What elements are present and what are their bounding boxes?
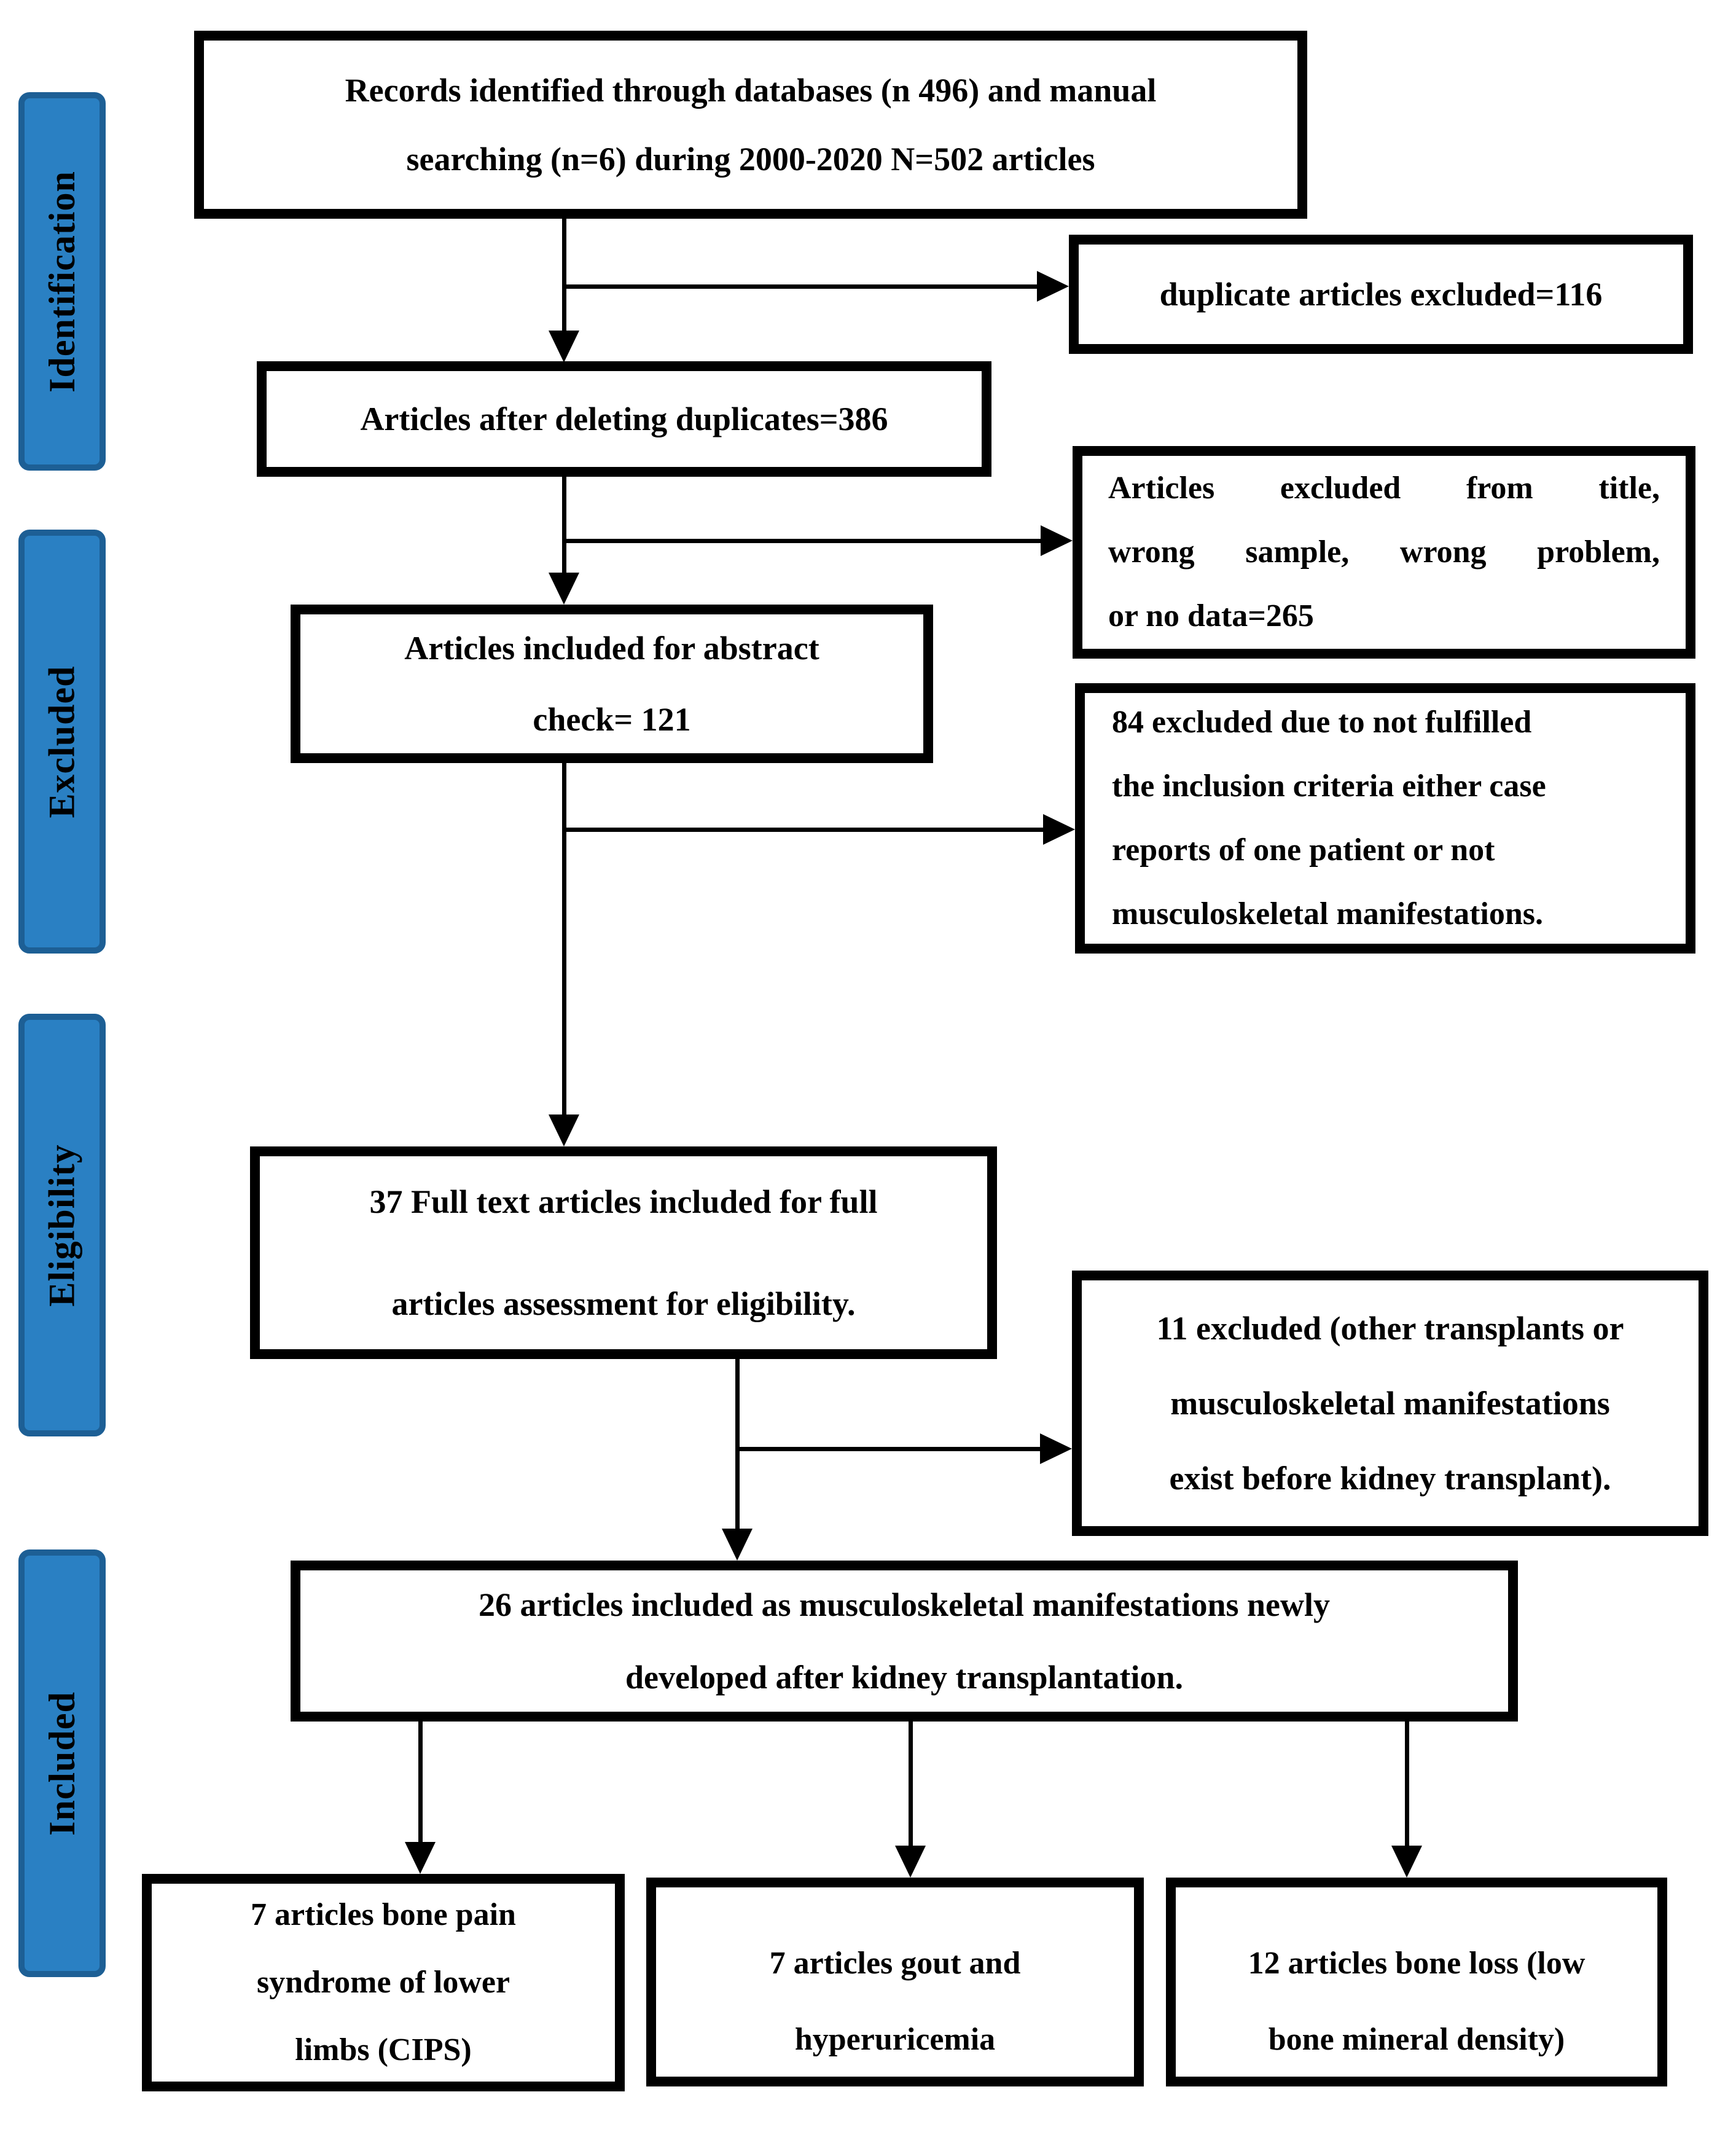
arrow-right-icon bbox=[1037, 271, 1069, 302]
box-line: check= 121 bbox=[533, 701, 691, 738]
arrow-right-icon bbox=[1041, 525, 1073, 556]
box-line: 37 Full text articles included for full bbox=[369, 1183, 878, 1220]
fulltext-37-box: 37 Full text articles included for full … bbox=[250, 1146, 997, 1359]
after-duplicates-box: Articles after deleting duplicates=386 bbox=[257, 361, 991, 477]
box-line: musculoskeletal manifestations. bbox=[1112, 896, 1543, 931]
box-line: syndrome of lower bbox=[256, 1965, 510, 2000]
stage-bar-identification: Identification bbox=[18, 92, 106, 471]
box-line: developed after kidney transplantation. bbox=[625, 1659, 1184, 1696]
box-line: duplicate articles excluded=116 bbox=[1159, 276, 1603, 313]
arrow-line bbox=[1405, 1722, 1409, 1847]
excluded-11-box: 11 excluded (other transplants or muscul… bbox=[1072, 1271, 1708, 1536]
arrow-down-icon bbox=[549, 1115, 579, 1146]
box-line: 26 articles included as musculoskeletal … bbox=[479, 1586, 1330, 1623]
arrow-line bbox=[737, 1447, 1040, 1451]
box-line: musculoskeletal manifestations bbox=[1170, 1385, 1610, 1422]
box-line: articles assessment for eligibility. bbox=[391, 1285, 856, 1322]
arrow-line bbox=[909, 1722, 913, 1847]
arrow-line bbox=[564, 828, 1043, 832]
arrow-down-icon bbox=[549, 573, 579, 605]
box-line: limbs (CIPS) bbox=[295, 2032, 472, 2067]
stage-bar-eligibility: Eligibility bbox=[18, 1014, 106, 1436]
arrow-down-icon bbox=[549, 331, 579, 362]
arrow-down-icon bbox=[1391, 1846, 1422, 1878]
box-line: 12 articles bone loss (low bbox=[1248, 1946, 1585, 1981]
arrow-line bbox=[564, 539, 1041, 543]
box-line: exist before kidney transplant). bbox=[1169, 1460, 1611, 1497]
arrow-down-icon bbox=[405, 1842, 436, 1874]
records-box: Records identified through databases (n … bbox=[194, 31, 1307, 219]
arrow-down-icon bbox=[895, 1846, 926, 1878]
arrow-line bbox=[562, 477, 566, 574]
abstract-check-box: Articles included for abstract check= 12… bbox=[291, 605, 933, 763]
bone-pain-box: 7 articles bone pain syndrome of lower l… bbox=[142, 1874, 625, 2091]
gout-box: 7 articles gout and hyperuricemia bbox=[646, 1878, 1144, 2086]
box-line: 7 articles bone pain bbox=[251, 1897, 516, 1932]
arrow-line bbox=[735, 1359, 740, 1530]
box-line: 84 excluded due to not fulfilled bbox=[1112, 705, 1532, 740]
stage-label: Included bbox=[41, 1691, 82, 1836]
arrow-line bbox=[564, 284, 1037, 289]
box-line: the inclusion criteria either case bbox=[1112, 769, 1546, 804]
stage-bar-included: Included bbox=[18, 1549, 106, 1977]
box-line: 11 excluded (other transplants or bbox=[1156, 1310, 1624, 1347]
title-screen-excluded-box: Articles excluded from title, wrong samp… bbox=[1073, 446, 1695, 659]
box-line: reports of one patient or not bbox=[1112, 832, 1495, 868]
arrow-down-icon bbox=[722, 1529, 753, 1561]
arrow-right-icon bbox=[1043, 814, 1075, 845]
arrow-line bbox=[562, 219, 566, 333]
box-line: Articles excluded from title, bbox=[1108, 471, 1660, 506]
box-line: Articles after deleting duplicates=386 bbox=[360, 401, 888, 437]
box-line: hyperuricemia bbox=[794, 2022, 996, 2057]
box-line: wrong sample, wrong problem, bbox=[1108, 535, 1660, 570]
box-line: bone mineral density) bbox=[1268, 2022, 1565, 2057]
stage-label: Eligibility bbox=[41, 1143, 82, 1307]
box-line: 7 articles gout and bbox=[769, 1946, 1021, 1981]
duplicates-excluded-box: duplicate articles excluded=116 bbox=[1069, 235, 1693, 354]
box-line: searching (n=6) during 2000-2020 N=502 a… bbox=[406, 141, 1095, 178]
arrow-line bbox=[418, 1722, 423, 1843]
box-line: or no data=265 bbox=[1108, 598, 1314, 633]
excluded-84-box: 84 excluded due to not fulfilled the inc… bbox=[1075, 683, 1695, 954]
stage-label: Identification bbox=[41, 170, 82, 393]
included-26-box: 26 articles included as musculoskeletal … bbox=[291, 1561, 1518, 1722]
stage-label: Excluded bbox=[41, 665, 82, 818]
box-line: Records identified through databases (n … bbox=[345, 72, 1157, 109]
stage-bar-excluded: Excluded bbox=[18, 530, 106, 954]
box-line: Articles included for abstract bbox=[404, 630, 819, 667]
arrow-line bbox=[562, 763, 566, 1116]
arrow-right-icon bbox=[1040, 1433, 1072, 1464]
bone-loss-box: 12 articles bone loss (low bone mineral … bbox=[1166, 1878, 1667, 2086]
